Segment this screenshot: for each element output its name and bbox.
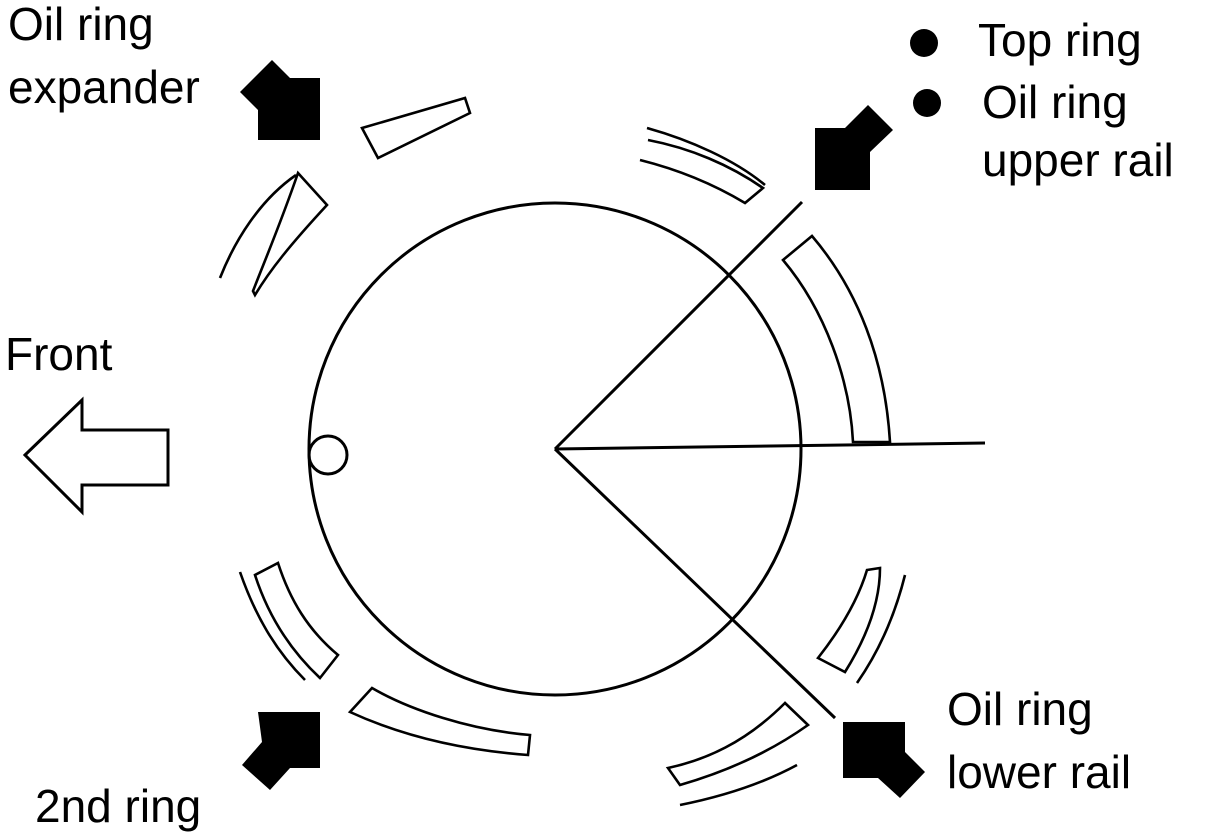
- label-oil-ring-expander-line2: expander: [8, 61, 200, 113]
- second-ring-arrow-icon: [242, 712, 320, 790]
- label-oil-ring-expander-line1: Oil ring: [8, 0, 154, 50]
- label-oil-ring-upper-line2: upper rail: [982, 134, 1174, 186]
- ring-arc-left-upper-outer: [218, 173, 297, 279]
- ring-arc-bottom-left-outer: [238, 571, 306, 681]
- horizontal-gap-line: [554, 441, 986, 451]
- ring-segment-bottom-block: [347, 686, 532, 757]
- label-front: Front: [5, 328, 113, 380]
- piston-pin-mark: [307, 434, 349, 476]
- lower-rail-arrow-icon: [843, 722, 925, 798]
- ring-segment-left-upper-block: [251, 170, 329, 298]
- label-oil-ring-lower-line2: lower rail: [947, 746, 1131, 798]
- upper-rail-arrow-icon: [815, 105, 893, 190]
- label-oil-ring-upper-line1: Oil ring: [982, 76, 1128, 128]
- expander-arrow-icon: [240, 60, 320, 140]
- label-oil-ring-lower-line1: Oil ring: [947, 683, 1093, 735]
- lower-gap-line: [553, 447, 837, 720]
- ring-segment-right-lower-block: [816, 566, 882, 674]
- ring-segment-bottom-right-block: [665, 701, 811, 787]
- label-top-ring: Top ring: [978, 14, 1142, 66]
- top-ring-bullet-icon: [910, 29, 938, 57]
- label-second-ring: 2nd ring: [35, 780, 201, 832]
- ring-segment-top-right-block: [639, 138, 766, 205]
- ring-segment-bottom-left-block: [253, 561, 340, 680]
- upper-rail-bullet-icon: [913, 89, 941, 117]
- upper-gap-line: [553, 200, 804, 451]
- ring-segment-top-left: [360, 96, 472, 160]
- ring-arc-right-lower-outer: [855, 574, 907, 684]
- ring-segment-right-block: [781, 234, 892, 444]
- front-arrow-icon: [22, 396, 170, 516]
- ring-arc-top-right-outer: [646, 126, 766, 186]
- ring-arc-bottom-right-outer: [679, 763, 798, 807]
